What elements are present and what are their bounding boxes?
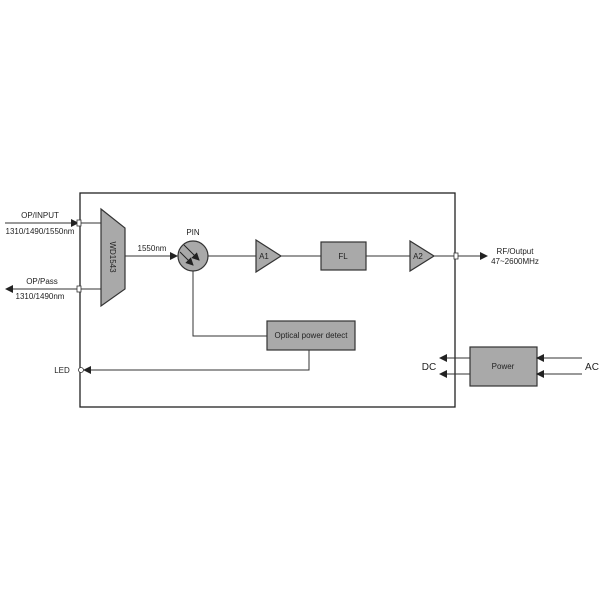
rf-output-range: 47~2600MHz bbox=[491, 257, 539, 266]
pin-photodiode bbox=[177, 240, 209, 272]
fl-label: FL bbox=[338, 252, 348, 261]
filter-block bbox=[320, 241, 367, 271]
amplifier-a1 bbox=[255, 238, 283, 274]
pass-port bbox=[76, 285, 82, 293]
rf-port bbox=[453, 252, 459, 260]
light-arrow-icon bbox=[179, 251, 194, 266]
a2-label: A2 bbox=[413, 252, 423, 261]
amplifier-a2 bbox=[409, 239, 436, 273]
dc-label: DC bbox=[422, 362, 436, 373]
detector-to-led-line bbox=[83, 350, 310, 374]
light-arrow-icon bbox=[183, 244, 200, 261]
power-block bbox=[469, 346, 538, 387]
led-label: LED bbox=[54, 366, 70, 375]
input-port bbox=[76, 219, 82, 227]
rf-output-label: RF/Output bbox=[497, 247, 535, 256]
pin-to-detector-line bbox=[192, 271, 267, 337]
signal-wavelength-label: 1550nm bbox=[138, 244, 167, 253]
op-input-wavelengths: 1310/1490/1550nm bbox=[6, 227, 75, 236]
optical-power-detect-block bbox=[266, 320, 356, 351]
op-input-label: OP/INPUT bbox=[21, 211, 59, 220]
device-enclosure bbox=[79, 192, 456, 408]
ac-label: AC bbox=[585, 362, 599, 373]
led-indicator bbox=[78, 367, 84, 373]
a1-label: A1 bbox=[259, 252, 269, 261]
detector-label: Optical power detect bbox=[275, 331, 349, 340]
op-pass-wavelengths: 1310/1490nm bbox=[16, 292, 65, 301]
op-pass-label: OP/Pass bbox=[26, 277, 58, 286]
power-label: Power bbox=[492, 362, 515, 371]
wdm-block bbox=[100, 207, 126, 308]
wdm-label: WD1543 bbox=[108, 241, 117, 273]
pin-label: PIN bbox=[186, 228, 200, 237]
